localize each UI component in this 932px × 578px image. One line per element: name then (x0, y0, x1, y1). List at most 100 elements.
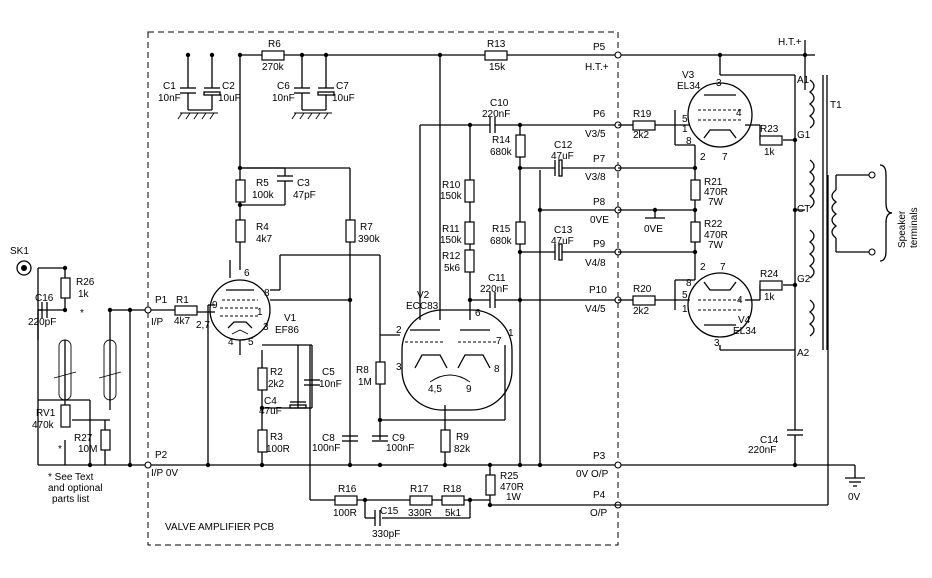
sk1-socket[interactable] (16, 260, 32, 276)
p6-label: P6 (593, 109, 606, 120)
r12-resistor (464, 249, 475, 273)
v4-pin-5: 5 (682, 290, 688, 301)
r27-value: 10M (78, 444, 97, 455)
p2-sub: I/P 0V (151, 468, 178, 479)
c7-value: 10uF (332, 93, 355, 104)
pcb-label: VALVE AMPLIFIER PCB (165, 522, 274, 533)
r11-value: 150k (440, 235, 463, 246)
v1-pin-6: 6 (244, 268, 250, 279)
p3-sub: 0V O/P (576, 469, 609, 480)
v4-pin-7: 7 (720, 262, 726, 273)
c2-label: C2 (222, 81, 235, 92)
p7-sub: V3/8 (585, 172, 606, 183)
c14-value: 220nF (748, 445, 776, 456)
r21-resistor (690, 179, 701, 201)
t1-label: T1 (830, 100, 842, 111)
speaker-terminal-1[interactable] (868, 171, 876, 179)
v1-label: V1 (284, 313, 297, 324)
v3-pin-5: 5 (682, 114, 688, 125)
r2-value: 2k2 (268, 379, 285, 390)
p4-sub: O/P (590, 508, 608, 519)
r26-value: 1k (78, 289, 90, 300)
c14-capacitor (787, 429, 803, 450)
c3-capacitor (240, 168, 293, 206)
c13-capacitor (554, 243, 618, 261)
r5-value: 100k (252, 190, 275, 201)
r6-value: 270k (262, 62, 285, 73)
v4-pin-3: 3 (714, 338, 720, 349)
note-line-1: * See Text (48, 472, 94, 483)
r5-resistor (235, 179, 246, 203)
r18-label: R18 (443, 484, 462, 495)
p2-terminal[interactable] (144, 461, 152, 469)
speaker-terminal-2[interactable] (868, 248, 876, 256)
c5-value: 10nF (319, 379, 342, 390)
p5-terminal[interactable] (614, 51, 622, 59)
p2-label: P2 (155, 450, 168, 461)
c6-value: 10nF (272, 93, 295, 104)
r6-resistor (261, 50, 285, 61)
r19-value: 2k2 (633, 130, 650, 141)
r21-power: 7W (708, 197, 724, 208)
r10-value: 150k (440, 191, 463, 202)
v3-type: EL34 (677, 81, 701, 92)
r9-label: R9 (456, 432, 469, 443)
c8-value: 100nF (312, 443, 340, 454)
v2-pin-6: 6 (475, 308, 481, 319)
r27-asterisk: * (58, 444, 62, 455)
r4-resistor (235, 219, 246, 243)
c16-value: 220pF (28, 317, 56, 328)
speaker-brace (879, 164, 893, 262)
p4-label: P4 (593, 490, 606, 501)
r10-label: R10 (442, 180, 461, 191)
c3-value: 47pF (293, 190, 316, 201)
ht-plus-label: H.T.+ (778, 37, 802, 48)
c9-capacitor (372, 435, 388, 442)
v2-pin-3: 3 (396, 362, 402, 373)
r24-label: R24 (760, 269, 779, 280)
v1-type: EF86 (275, 325, 299, 336)
p3-terminal[interactable] (614, 461, 622, 469)
r20-resistor (632, 295, 656, 306)
p6-sub: V3/5 (585, 129, 606, 140)
v2-valve (401, 309, 513, 411)
p10-sub: V4/5 (585, 304, 606, 315)
v2-wiring (380, 124, 618, 465)
r3-resistor (257, 429, 268, 453)
rv1-potentiometer[interactable] (60, 404, 71, 428)
c8-label: C8 (322, 433, 335, 444)
speaker-label-1: Speaker (897, 210, 908, 248)
p1-terminal[interactable] (144, 306, 152, 314)
v1-pin-3: 3 (263, 322, 269, 333)
r9-value: 82k (454, 444, 471, 455)
r26-asterisk: * (80, 308, 84, 319)
r1-value: 4k7 (174, 316, 191, 327)
v1-pin-4: 4 (228, 337, 234, 348)
r22-label: R22 (704, 219, 723, 230)
v1-pin-8: 8 (264, 288, 270, 299)
input-wiring (37, 267, 175, 466)
r14-label: R14 (492, 135, 511, 146)
r8-value: 1M (358, 377, 372, 388)
r20-value: 2k2 (633, 306, 650, 317)
r12-value: 5k6 (444, 263, 461, 274)
v3-valve (687, 82, 753, 148)
v3-pin-2: 2 (700, 152, 706, 163)
c10-value: 220nF (482, 109, 510, 120)
c10-label: C10 (490, 98, 509, 109)
r16-value: 100R (333, 508, 357, 519)
p9-label: P9 (593, 239, 606, 250)
v1-valve (209, 279, 271, 341)
r15-label: R15 (492, 224, 511, 235)
r2-label: R2 (270, 367, 283, 378)
v3-pin-7: 7 (722, 152, 728, 163)
c16-capacitor (38, 302, 48, 318)
v2-pin-45: 4,5 (428, 384, 442, 395)
c4-capacitor (289, 401, 307, 409)
p8-sub: 0VE (590, 215, 609, 226)
c15-value: 330pF (372, 529, 400, 540)
r11-label: R11 (442, 224, 460, 235)
r4-value: 4k7 (256, 234, 273, 245)
r7-resistor (345, 219, 356, 243)
r16-resistor (334, 495, 358, 506)
